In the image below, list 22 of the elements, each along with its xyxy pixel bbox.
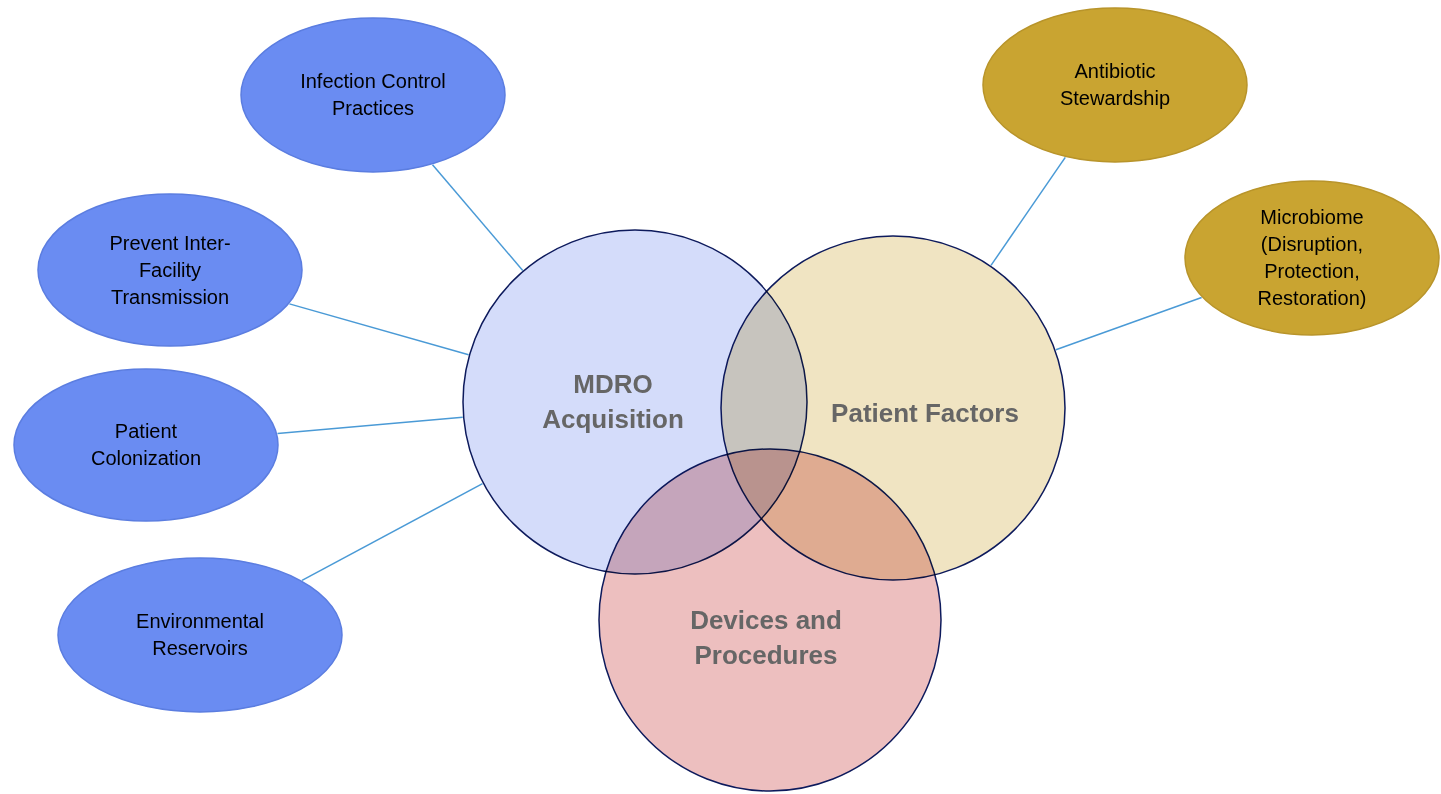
- connector-line: [276, 416, 464, 435]
- node-label: Devices and Procedures: [689, 603, 843, 672]
- oval-node: [1184, 180, 1440, 336]
- node-label: Microbiome (Disruption, Protection, Restoration): [1256, 205, 1368, 311]
- node-label: Patient Colonization: [89, 419, 203, 471]
- connector-line: [431, 164, 524, 272]
- oval-node: [982, 7, 1248, 163]
- connector-line: [1055, 296, 1203, 351]
- oval-node: [37, 193, 303, 347]
- venn-circle: [598, 448, 942, 792]
- oval-node: [57, 557, 343, 713]
- oval-node: [13, 368, 279, 522]
- node-label: Infection Control Practices: [299, 69, 447, 121]
- node-label: Patient Factors: [831, 397, 1019, 431]
- node-label: Antibiotic Stewardship: [1058, 59, 1172, 111]
- connector-line: [288, 303, 470, 356]
- node-label: Prevent Inter-Facility Transmission: [108, 230, 232, 310]
- oval-node: [240, 17, 506, 173]
- connector-line: [301, 482, 484, 582]
- node-label: MDRO Acquisition: [541, 367, 685, 436]
- connector-line: [990, 156, 1067, 267]
- node-label: Environmental Reservoirs: [135, 609, 265, 661]
